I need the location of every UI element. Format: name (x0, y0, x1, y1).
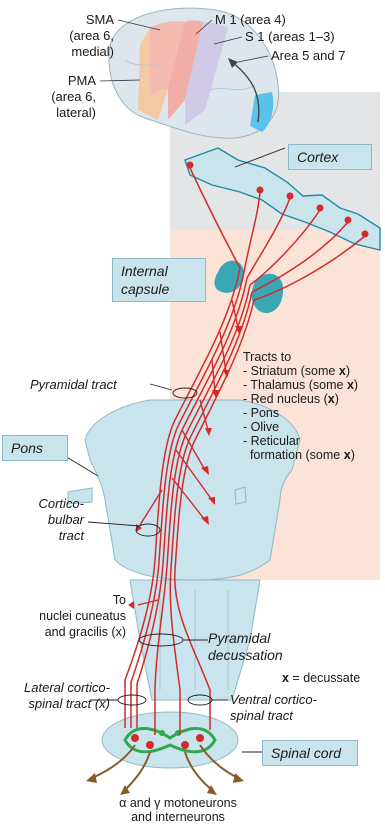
tracts-item: - Red nucleus (x) (243, 392, 358, 406)
pyramidal-decussation-label: Pyramidal decussation (208, 630, 283, 664)
lateral-corticospinal-label: Lateral cortico- spinal tract (x) (0, 680, 110, 712)
cortex-box: Cortex (288, 144, 372, 170)
m1-label: M 1 (area 4) (215, 12, 286, 28)
decussate-legend: x = decussate (282, 670, 360, 686)
area-5-7-label: Area 5 and 7 (271, 48, 345, 64)
corticobulbar-label: Cortico- bulbar tract (0, 496, 84, 544)
pons-box: Pons (2, 435, 68, 461)
to-nuclei-label: To nuclei cuneatus and gracilis (x) (0, 592, 126, 640)
tracts-item: formation (some x) (243, 448, 358, 462)
s1-label: S 1 (areas 1–3) (245, 29, 335, 45)
tracts-item: - Reticular (243, 434, 358, 448)
tracts-item: - Thalamus (some x) (243, 378, 358, 392)
tracts-to-list: Tracts to - Striatum (some x) - Thalamus… (243, 350, 358, 462)
sma-label: SMA (area 6, medial) (4, 12, 114, 60)
tracts-item: - Pons (243, 406, 358, 420)
pyramidal-tract-label: Pyramidal tract (30, 377, 117, 393)
internal-capsule-box: Internal capsule (112, 258, 206, 302)
motoneurons-label: α and γ motoneurons and interneurons (108, 796, 248, 824)
ventral-corticospinal-label: Ventral cortico- spinal tract (230, 692, 317, 724)
pma-label: PMA (area 6, lateral) (4, 73, 96, 121)
tracts-item: - Striatum (some x) (243, 364, 358, 378)
tracts-item: - Olive (243, 420, 358, 434)
spinal-cord-box: Spinal cord (262, 740, 358, 766)
